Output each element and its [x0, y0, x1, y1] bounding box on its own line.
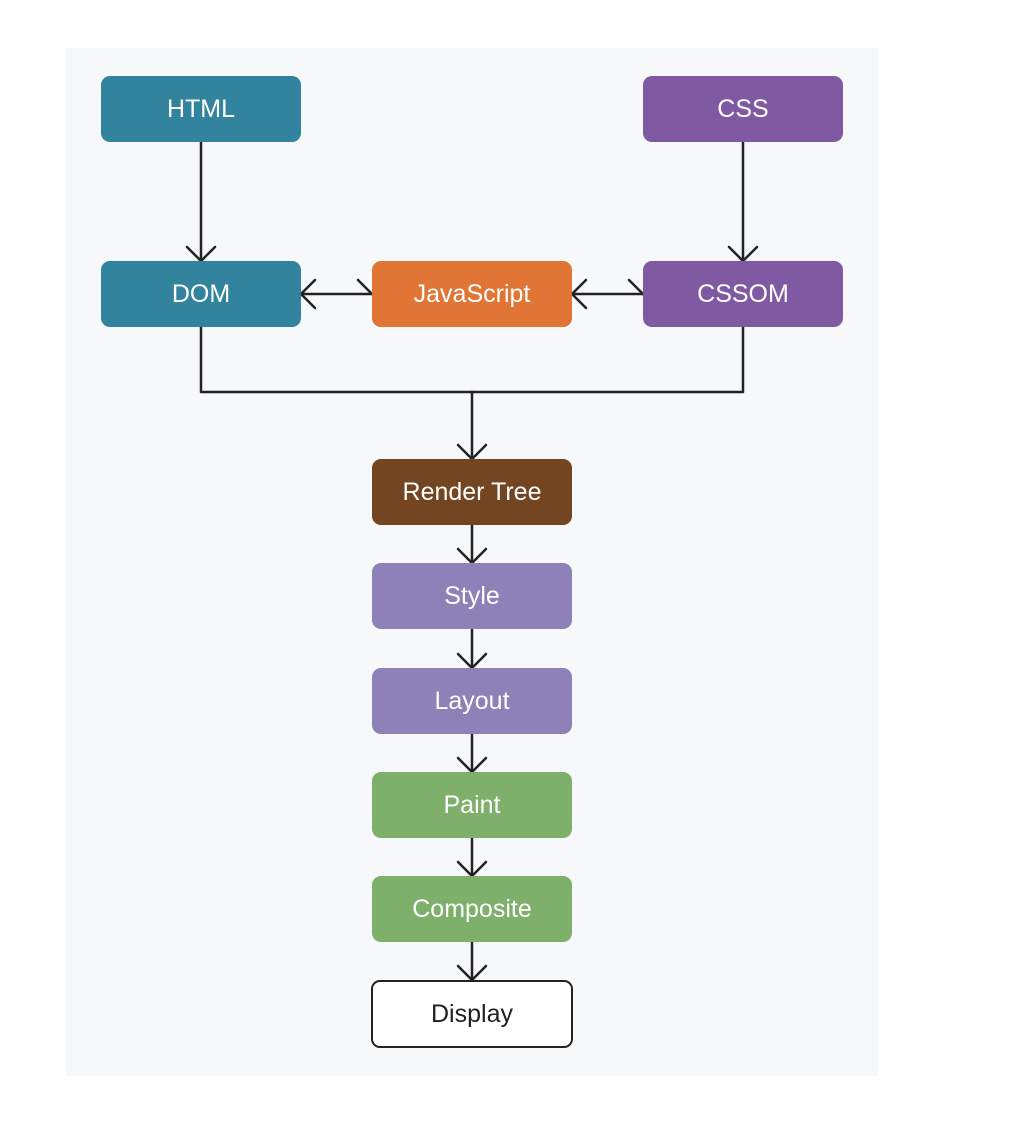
- node-dom: DOM: [101, 261, 301, 327]
- node-css: CSS: [643, 76, 843, 142]
- node-display: Display: [371, 980, 573, 1048]
- node-html: HTML: [101, 76, 301, 142]
- node-paint: Paint: [372, 772, 572, 838]
- edge-cssom-to-render-tree: [470, 325, 745, 394]
- node-composite: Composite: [372, 876, 572, 942]
- node-cssom: CSSOM: [643, 261, 843, 327]
- node-layout: Layout: [372, 668, 572, 734]
- edge-javascript-to-cssom-arrowhead-start: [570, 278, 588, 310]
- node-javascript: JavaScript: [372, 261, 572, 327]
- node-style: Style: [372, 563, 572, 629]
- edge-dom-to-render-tree: [199, 325, 474, 394]
- edge-dom-to-javascript-arrowhead-start: [299, 278, 317, 310]
- node-render-tree: Render Tree: [372, 459, 572, 525]
